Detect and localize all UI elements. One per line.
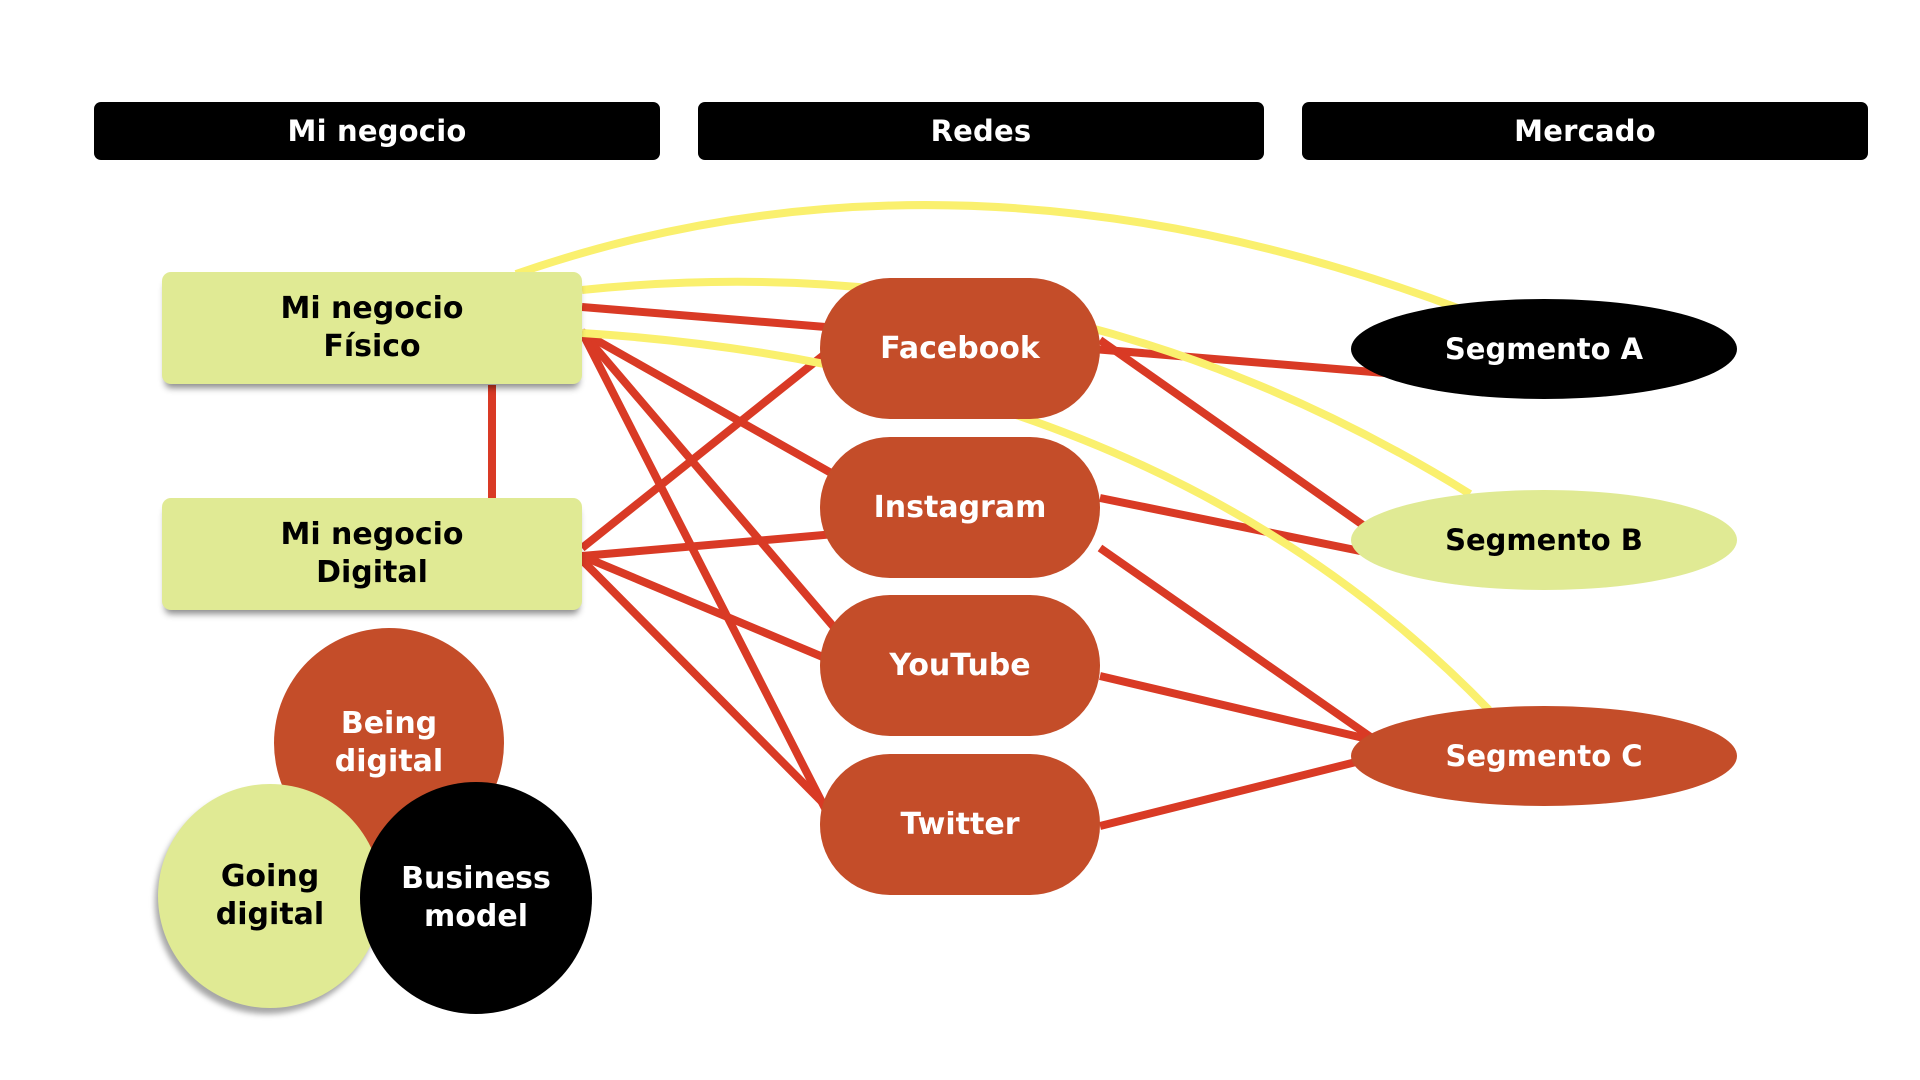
- node-youtube[interactable]: YouTube: [820, 595, 1100, 736]
- red-link-fisico-twitter: [578, 330, 834, 820]
- red-link-instagram-seg_b: [1099, 494, 1371, 557]
- red-link-facebook-seg_b: [1097, 336, 1373, 534]
- red-link-fisico-instagram: [580, 328, 842, 482]
- node-label: Mi negocio Digital: [280, 517, 464, 590]
- node-label: Mi negocio Físico: [280, 291, 464, 364]
- node-instagram[interactable]: Instagram: [820, 437, 1100, 578]
- venn-label: Going digital: [215, 859, 325, 932]
- red-link-instagram-seg_c: [1097, 544, 1375, 742]
- node-segmento-a[interactable]: Segmento A: [1351, 299, 1737, 399]
- red-link-digital-twitter: [579, 557, 833, 813]
- red-link-digital-youtube: [580, 552, 832, 664]
- node-segmento-b[interactable]: Segmento B: [1351, 490, 1737, 590]
- header-mi-negocio: Mi negocio: [94, 102, 660, 160]
- red-link-digital-instagram: [581, 530, 836, 560]
- venn-label: Being digital: [334, 706, 444, 779]
- node-mi-negocio-digital[interactable]: Mi negocio Digital: [162, 498, 582, 610]
- header-label: Redes: [930, 114, 1032, 148]
- node-label: Segmento B: [1445, 523, 1643, 557]
- node-facebook[interactable]: Facebook: [820, 278, 1100, 419]
- venn-label: Business model: [401, 861, 551, 934]
- header-mercado: Mercado: [1302, 102, 1868, 160]
- red-link-twitter-seg_c: [1099, 754, 1373, 830]
- node-label: Facebook: [880, 331, 1040, 366]
- node-label: Instagram: [873, 490, 1047, 525]
- venn-business-model: Business model: [360, 782, 592, 1014]
- node-mi-negocio-fisico[interactable]: Mi negocio Físico: [162, 272, 582, 384]
- yellow-link-fisico-seg_c: [581, 329, 1492, 713]
- header-label: Mercado: [1514, 114, 1656, 148]
- node-label: Segmento C: [1445, 739, 1643, 773]
- yellow-link-fisico-seg_a: [514, 201, 1465, 314]
- venn-going-digital: Going digital: [158, 784, 382, 1008]
- red-link-fisico-youtube: [578, 329, 842, 635]
- node-label: Segmento A: [1444, 332, 1644, 366]
- header-redes: Redes: [698, 102, 1264, 160]
- red-link-digital-facebook: [579, 346, 833, 552]
- node-twitter[interactable]: Twitter: [820, 754, 1100, 895]
- node-label: Twitter: [900, 807, 1020, 842]
- node-label: YouTube: [889, 648, 1031, 683]
- header-label: Mi negocio: [287, 114, 467, 148]
- node-segmento-c[interactable]: Segmento C: [1351, 706, 1737, 806]
- red-link-youtube-seg_c: [1099, 672, 1373, 744]
